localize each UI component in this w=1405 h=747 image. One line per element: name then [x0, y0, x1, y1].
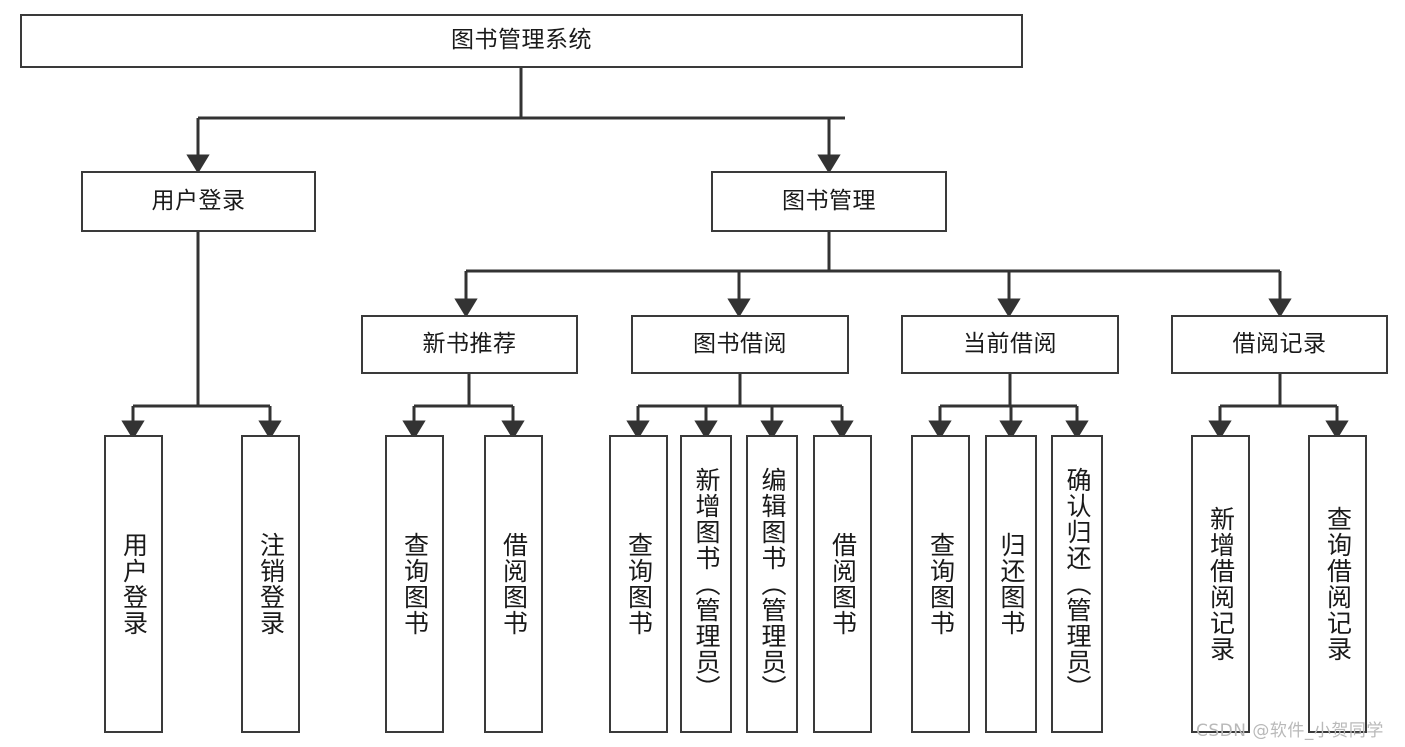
node-root-system[interactable]: 图书管理系统: [20, 14, 1023, 68]
node-label: 图书管理: [782, 187, 876, 214]
node-label: 编辑图书（管理员）: [758, 467, 787, 701]
node-leaf-borrow-book-1[interactable]: 借阅图书: [484, 435, 543, 733]
node-label: 借阅记录: [1232, 330, 1327, 357]
node-label: 新增图书（管理员）: [692, 467, 721, 701]
node-leaf-add-borrow-record[interactable]: 新增借阅记录: [1191, 435, 1250, 733]
node-leaf-return-book[interactable]: 归还图书: [985, 435, 1037, 733]
node-label: 用户登录: [119, 532, 149, 636]
node-label: 新书推荐: [422, 330, 517, 357]
node-leaf-borrow-book-2[interactable]: 借阅图书: [813, 435, 872, 733]
node-label: 查询图书: [624, 532, 654, 636]
node-label: 图书借阅: [693, 330, 787, 357]
node-label: 确认归还（管理员）: [1063, 467, 1092, 701]
node-label: 归还图书: [997, 532, 1026, 636]
node-borrow-record[interactable]: 借阅记录: [1171, 315, 1388, 374]
node-leaf-query-book-1[interactable]: 查询图书: [385, 435, 444, 733]
node-leaf-query-borrow-record[interactable]: 查询借阅记录: [1308, 435, 1367, 733]
node-leaf-query-book-3[interactable]: 查询图书: [911, 435, 970, 733]
node-label: 用户登录: [151, 187, 246, 214]
node-user-login[interactable]: 用户登录: [81, 171, 316, 232]
node-label: 查询图书: [926, 532, 956, 636]
node-label: 当前借阅: [963, 330, 1057, 357]
node-leaf-query-book-2[interactable]: 查询图书: [609, 435, 668, 733]
node-label: 新增借阅记录: [1206, 506, 1236, 662]
node-leaf-confirm-return-admin[interactable]: 确认归还（管理员）: [1051, 435, 1103, 733]
node-book-manage[interactable]: 图书管理: [711, 171, 947, 232]
node-label: 查询借阅记录: [1323, 506, 1353, 662]
node-label: 借阅图书: [499, 532, 529, 636]
node-leaf-edit-book-admin[interactable]: 编辑图书（管理员）: [746, 435, 798, 733]
node-new-book-recommend[interactable]: 新书推荐: [361, 315, 578, 374]
node-leaf-logout[interactable]: 注销登录: [241, 435, 300, 733]
node-label: 查询图书: [400, 532, 430, 636]
csdn-watermark: CSDN @软件_小贺同学: [1196, 721, 1384, 741]
node-book-borrow[interactable]: 图书借阅: [631, 315, 849, 374]
node-label: 注销登录: [256, 532, 286, 636]
node-leaf-user-login[interactable]: 用户登录: [104, 435, 163, 733]
node-label: 借阅图书: [828, 532, 858, 636]
node-label: 图书管理系统: [451, 27, 592, 54]
node-current-borrow[interactable]: 当前借阅: [901, 315, 1119, 374]
node-leaf-add-book-admin[interactable]: 新增图书（管理员）: [680, 435, 732, 733]
